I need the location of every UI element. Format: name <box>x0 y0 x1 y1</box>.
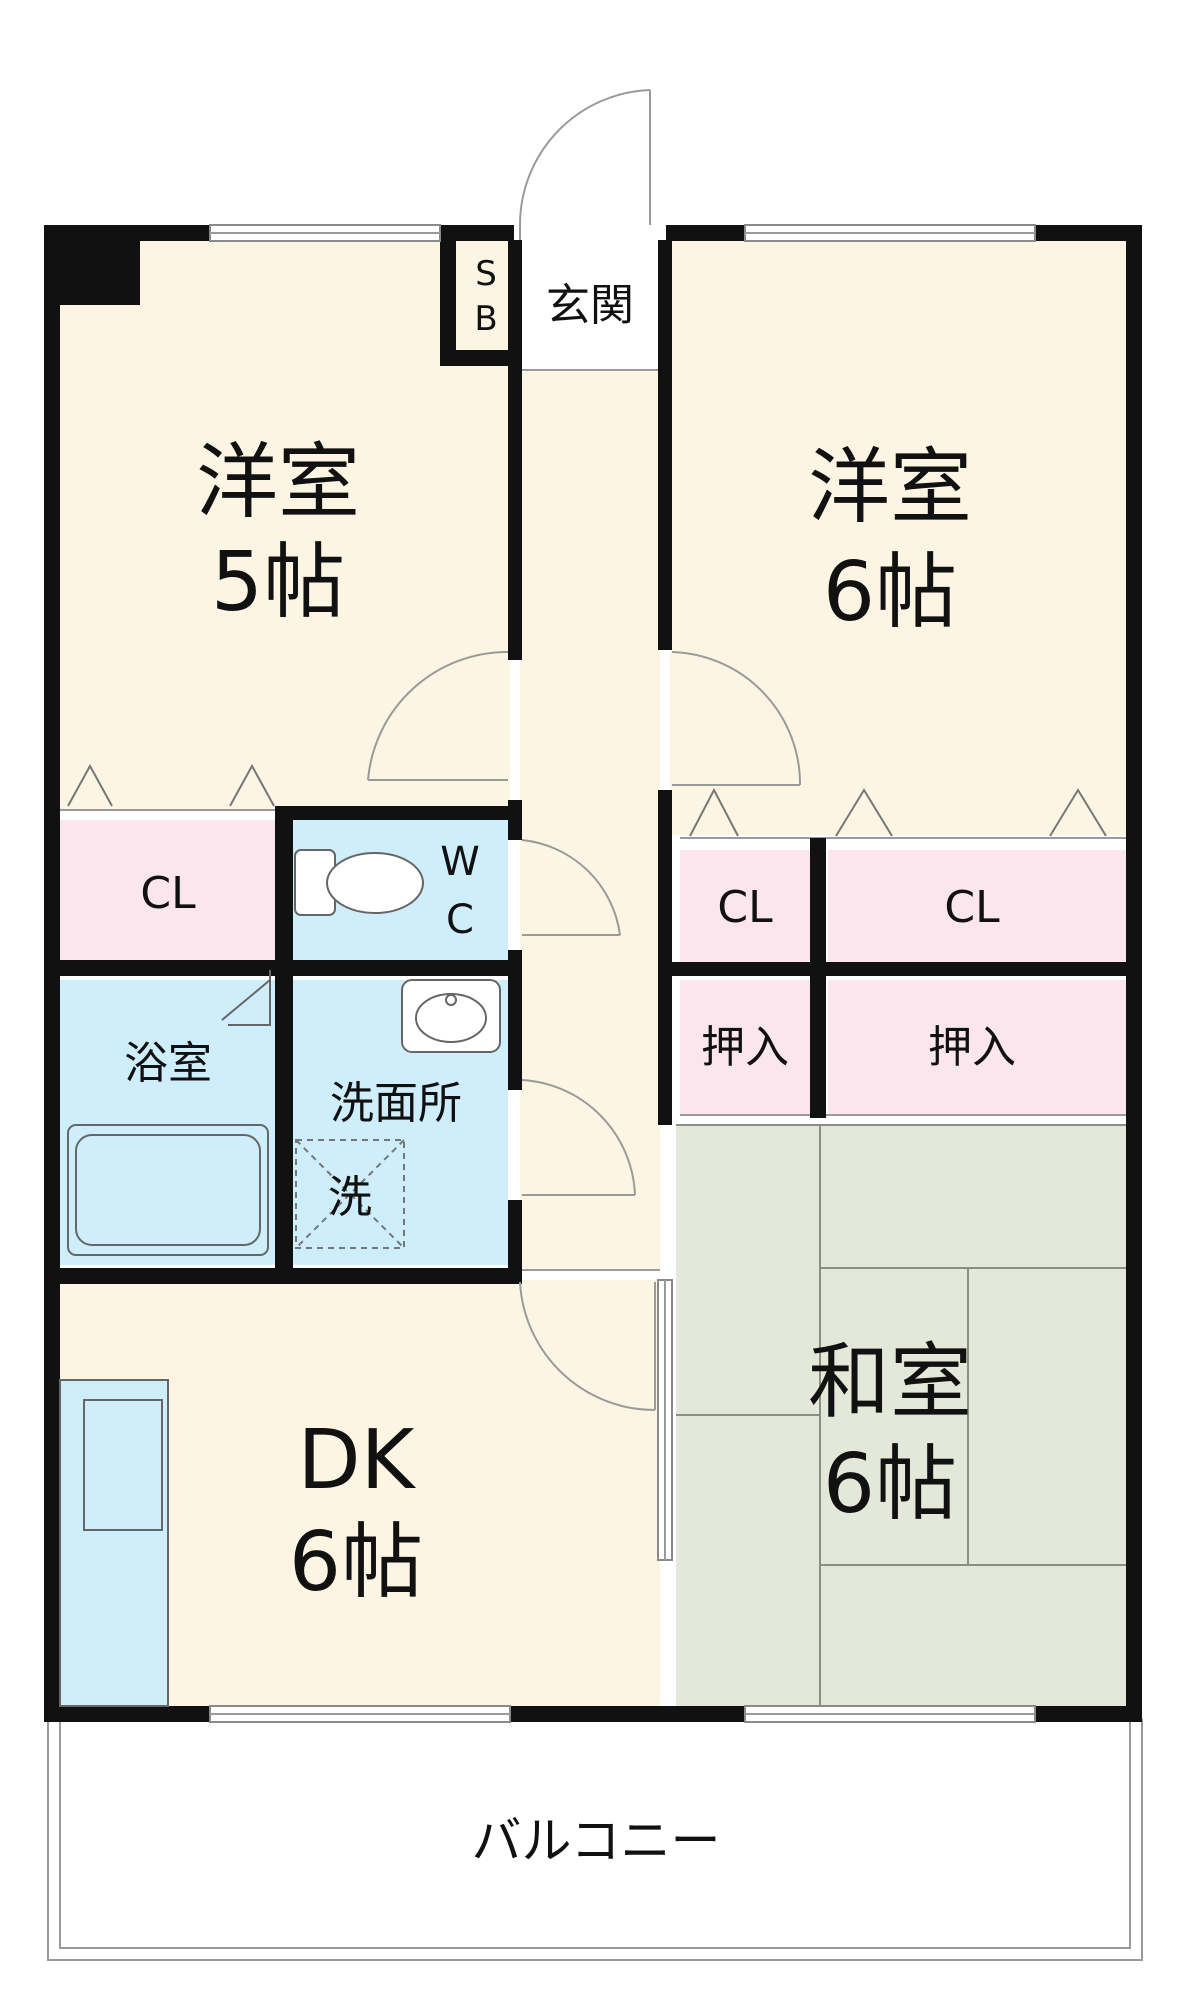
western-room-6-name: 洋室 <box>808 440 972 535</box>
oshiire-2 <box>828 980 1126 1115</box>
hallway-floor <box>520 370 660 1270</box>
windows <box>209 224 1036 1723</box>
oshiire-1-label: 押入 <box>701 1022 789 1073</box>
western-room-6-floor <box>670 240 1126 835</box>
bath-label: 浴室 <box>124 1038 212 1089</box>
washer-label: 洗 <box>328 1172 372 1223</box>
balcony <box>47 1719 1143 1961</box>
washroom-label: 洗面所 <box>330 1078 462 1129</box>
kitchen-counter <box>59 1379 169 1707</box>
closet-marks <box>67 763 1107 837</box>
western-room-5-size: 5帖 <box>211 535 345 630</box>
bathtub-fixture <box>67 970 271 1256</box>
western-room-5-name: 洋室 <box>196 435 360 530</box>
japanese-room-floor <box>676 1125 1126 1710</box>
dk-size: 6帖 <box>289 1515 423 1610</box>
closet-left <box>60 820 275 965</box>
japanese-room-name: 和室 <box>808 1335 972 1430</box>
washer-pan <box>295 1139 405 1249</box>
thin-partitions <box>60 369 1126 1271</box>
balcony-label: バルコニー <box>472 1812 721 1870</box>
wc-label-c: C <box>446 897 474 943</box>
wc-label-w: W <box>440 839 480 885</box>
closet-right-1-label: CL <box>717 882 773 933</box>
shoe-box-label-s: S <box>475 254 497 294</box>
toilet-fixture <box>294 849 424 916</box>
washbasin-fixture <box>401 979 501 1053</box>
western-room-5-floor <box>60 240 510 810</box>
dk-name: DK <box>298 1413 417 1508</box>
closet-right-1 <box>680 850 810 965</box>
tatami-lines <box>676 1124 1126 1710</box>
oshiire-2-label: 押入 <box>928 1022 1016 1073</box>
entrance-label: 玄関 <box>546 280 634 331</box>
door-swings <box>367 89 802 1412</box>
closet-left-label: CL <box>140 868 196 919</box>
shoe-box-label-b: B <box>474 299 497 339</box>
entrance-floor <box>520 240 660 370</box>
closet-right-2 <box>828 850 1126 965</box>
bath-floor <box>60 980 275 1265</box>
closet-right-2-label: CL <box>944 882 1000 933</box>
japanese-room-size: 6帖 <box>823 1437 957 1532</box>
oshiire-1 <box>680 980 810 1115</box>
western-room-6-size: 6帖 <box>823 545 957 640</box>
